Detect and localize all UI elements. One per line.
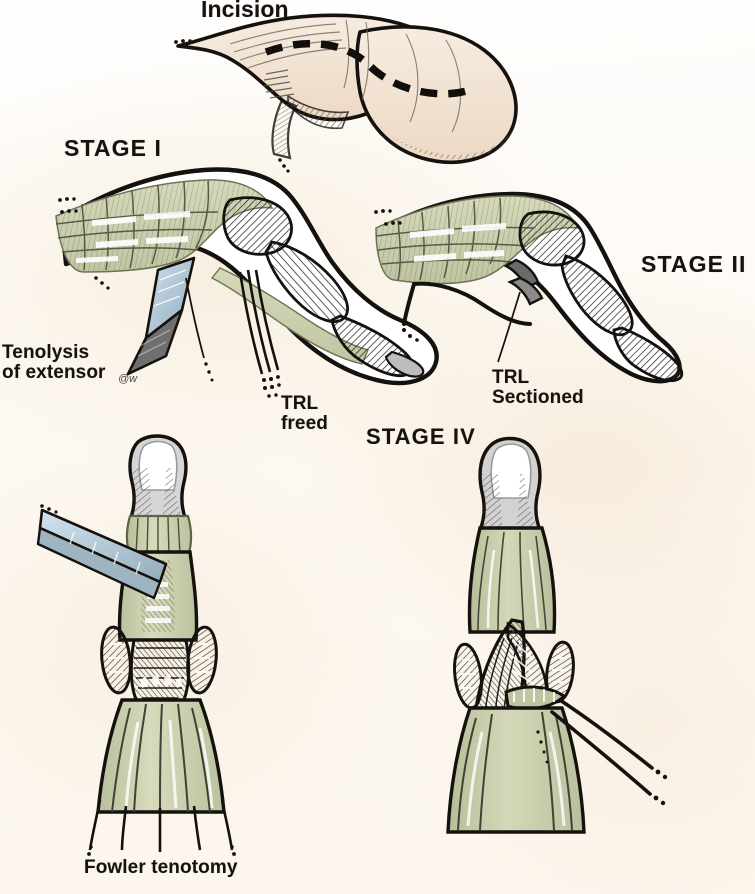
incision-leader-dots xyxy=(174,39,192,44)
label-trl-freed: TRL freed xyxy=(281,393,328,435)
label-trl-sectioned: TRL Sectioned xyxy=(492,367,584,409)
fowler-proximal-highlights xyxy=(124,719,214,809)
stage1-hood-fibers xyxy=(55,180,219,271)
incision-proximal-stump xyxy=(271,98,298,160)
stage4-band-highlights xyxy=(460,657,568,689)
stage-2-panel xyxy=(374,191,684,384)
dashed-incision-line xyxy=(264,39,472,98)
stage4-flap-hl xyxy=(511,641,535,685)
stage2-flap-dots xyxy=(402,328,419,342)
fowler-tip-hatch-r xyxy=(162,468,184,520)
stage1-thin-leader xyxy=(185,277,205,359)
stage1-distal-tuft xyxy=(384,350,425,378)
fowler-central-defect xyxy=(129,638,191,706)
stage4-middle-fibers xyxy=(477,531,547,631)
stage1-trl-strands xyxy=(238,269,280,375)
label-stage-1: STAGE I xyxy=(64,135,163,161)
stage4-middle-shaft xyxy=(467,526,557,634)
label-incision: Incision xyxy=(201,0,289,22)
stage2-retracted-flap xyxy=(412,281,532,326)
stage4-proximal-hl xyxy=(466,731,566,827)
trl-sectioned-cut-ends xyxy=(503,258,544,306)
fowler-terminal-fibers xyxy=(135,516,181,556)
stage1-upper-dots xyxy=(58,197,78,214)
incision-joint-fine-hatch xyxy=(263,69,295,99)
stage4-inner-dots xyxy=(536,730,549,764)
label-stage-2: STAGE II xyxy=(641,251,747,277)
label-fowler-tenotomy: Fowler tenotomy xyxy=(84,857,238,878)
stage4-lip-teeth xyxy=(513,688,555,702)
incision-joint-hatch xyxy=(287,94,350,130)
stage1-hood-highlights xyxy=(76,211,190,263)
fowler-scalpel xyxy=(36,504,168,600)
stage4-proximal-fibers xyxy=(457,711,573,831)
stage2-distal-phalanx xyxy=(612,326,684,383)
stage4-tip-hatch-l xyxy=(480,474,502,530)
trl-sectioned-leader xyxy=(497,291,521,363)
fowler-lateral-band-left xyxy=(100,625,132,695)
stage2-flap-lower xyxy=(402,282,416,326)
artist-signature-mark: @w xyxy=(118,373,138,385)
stage4-tip-hatch-r xyxy=(516,474,540,530)
fowler-tail-dots xyxy=(87,845,236,856)
stage2-hood-highlights xyxy=(410,223,506,262)
label-tenolysis-of-extensor: Tenolysis of extensor xyxy=(2,342,106,384)
label-stage-4: STAGE IV xyxy=(366,424,476,449)
fowler-proximal-fibers xyxy=(111,703,211,813)
incision-panel xyxy=(174,13,518,173)
tenolysis-scalpel xyxy=(126,256,196,376)
stage1-thin-leader-dots xyxy=(204,362,214,382)
stage-1-panel: @w xyxy=(55,167,439,398)
fowler-defect-teeth xyxy=(140,674,182,688)
fowler-tenotomy-panel xyxy=(36,434,236,856)
fowler-tip-hatch xyxy=(130,468,152,520)
stage2-hood-fibers xyxy=(375,197,535,281)
fowler-defect-crosshatch xyxy=(134,647,186,699)
stage2-left-dots xyxy=(374,209,402,226)
fowler-band-highlights xyxy=(108,642,210,674)
stage1-trl-dots xyxy=(262,375,281,398)
incision-leader-dots-lower xyxy=(278,158,290,173)
stage1-left-dots xyxy=(94,276,110,290)
stage4-suture-dots xyxy=(653,769,668,806)
stage4-suture-strands xyxy=(550,698,654,796)
stage-4-panel-drawing xyxy=(446,436,668,834)
fowler-scalpel-tip-dots xyxy=(40,504,58,514)
stage4-middle-hl xyxy=(486,549,540,629)
